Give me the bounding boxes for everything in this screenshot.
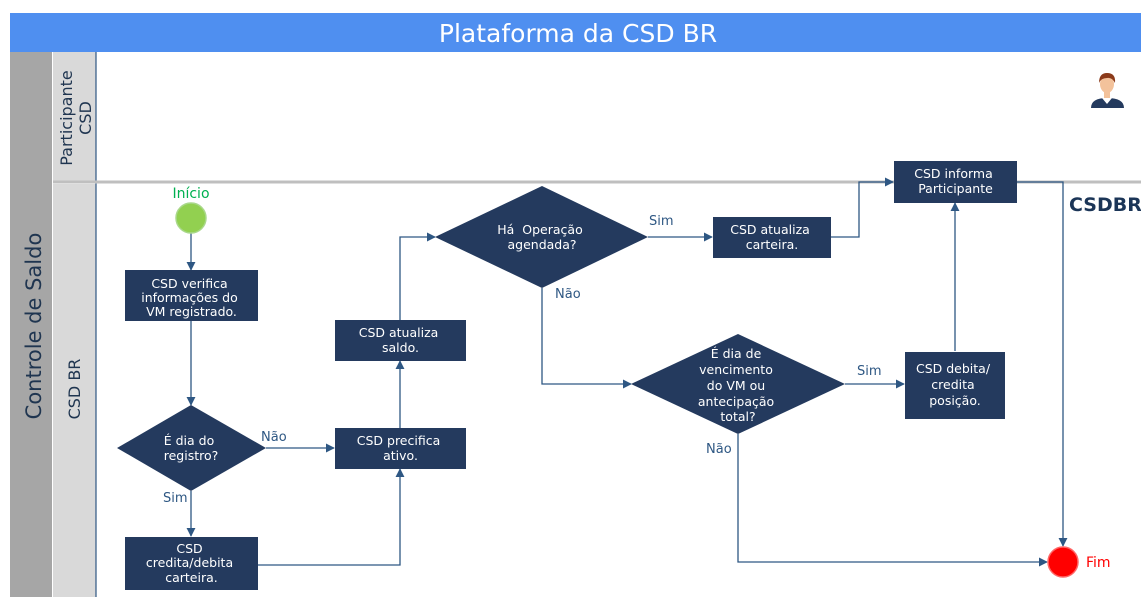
flow-atualiza-saldo-to-gateway <box>399 232 436 320</box>
flow-atualiza-carteira-to-informa <box>831 177 894 238</box>
lane-label-participante-line2: CSD <box>76 101 95 135</box>
connectors <box>186 177 1068 567</box>
task-debita-credita-posicao <box>905 352 1005 419</box>
gateway-dia-vencimento-line: É dia de <box>711 346 762 361</box>
lane-label-csd: CSD BR <box>65 359 84 420</box>
task-verifica-text: CSD verifica informações do VM registrad… <box>141 276 241 319</box>
task-atualiza-carteira <box>713 217 831 258</box>
flow-credita-to-precifica <box>258 468 405 566</box>
pool-label: Controle de Saldo <box>22 233 46 420</box>
gateway-dia-registro-line: É dia do <box>164 433 215 448</box>
gateway-operacao-agendada-line: Há Operação <box>497 222 582 237</box>
start-event-label: Início <box>172 186 209 202</box>
task-atualiza-carteira-text: CSD atualiza carteira. <box>730 222 814 252</box>
task-debita-credita-line: CSD debita/ <box>916 361 991 376</box>
task-precifica-text: CSD precifica ativo. <box>357 433 445 463</box>
lane-header-participante <box>53 52 96 181</box>
flow-label-sim: Sim <box>649 214 674 229</box>
title-bar <box>10 13 1141 52</box>
task-informa-participante-text: CSD informa Participante <box>914 166 996 196</box>
flow-label-nao: Não <box>555 287 581 302</box>
flow-label-nao: Não <box>261 430 287 445</box>
gateway-dia-registro-text: É dia do registro? <box>164 433 219 463</box>
flow-label-nao: Não <box>706 442 732 457</box>
task-credita-debita <box>125 537 258 590</box>
task-atualiza-saldo-text: CSD atualiza saldo. <box>359 325 443 355</box>
gateway-dia-registro-line: registro? <box>164 448 219 463</box>
participant-avatar-icon <box>1091 73 1124 108</box>
task-verifica-line: informações do <box>141 290 237 305</box>
gateway-dia-registro <box>117 405 266 491</box>
start-event <box>175 202 207 234</box>
lane-label-participante-line1: Participante <box>57 70 76 166</box>
pool-header <box>10 52 52 597</box>
gateway-dia-vencimento <box>631 334 845 434</box>
task-verifica-line: CSD verifica <box>151 276 227 291</box>
flow-vencimento-nao-to-fim <box>737 434 1048 567</box>
page-title: Plataforma da CSD BR <box>439 19 717 48</box>
task-informa-line: Participante <box>918 181 993 196</box>
lane-header-csd <box>53 184 96 597</box>
flow-gateway-nao-to-vencimento <box>541 288 632 389</box>
gateway-dia-vencimento-line: vencimento <box>699 362 773 377</box>
task-informa-participante <box>894 161 1017 203</box>
task-informa-line: CSD informa <box>914 166 992 181</box>
task-atualiza-saldo-line: saldo. <box>382 340 419 355</box>
flow-label-sim: Sim <box>163 491 188 506</box>
gateway-operacao-agendada-text: Há Operação agendada? <box>497 222 586 252</box>
gateway-dia-vencimento-text: É dia de vencimento do VM ou antecipação… <box>698 346 778 424</box>
task-atualiza-saldo <box>335 320 466 361</box>
gateway-operacao-agendada-line: agendada? <box>507 237 576 252</box>
end-event <box>1047 546 1079 578</box>
task-debita-credita-line: credita <box>931 377 974 392</box>
flow-label-sim: Sim <box>857 364 882 379</box>
end-event-label: Fim <box>1086 555 1111 571</box>
gateway-operacao-agendada <box>435 186 648 288</box>
task-precifica <box>335 428 466 469</box>
task-verifica-line: VM registrado. <box>146 304 237 319</box>
task-verifica <box>125 270 258 321</box>
gateway-dia-vencimento-line: do VM ou <box>707 378 765 393</box>
task-atualiza-carteira-line: carteira. <box>746 237 799 252</box>
task-debita-credita-line: posição. <box>929 393 981 408</box>
task-credita-debita-line: carteira. <box>165 570 218 585</box>
task-precifica-line: ativo. <box>383 448 418 463</box>
task-precifica-line: CSD precifica <box>357 433 441 448</box>
task-credita-debita-line: CSD <box>176 541 202 556</box>
csd-br-logo: CSDBR <box>1069 194 1141 216</box>
gateway-dia-vencimento-line: antecipação <box>698 394 774 409</box>
task-credita-debita-text: CSD credita/debita carteira. <box>146 541 237 585</box>
gateway-dia-vencimento-line: total? <box>720 409 755 424</box>
task-atualiza-saldo-line: CSD atualiza <box>359 325 439 340</box>
flow-informa-to-fim <box>1017 181 1068 547</box>
task-atualiza-carteira-line: CSD atualiza <box>730 222 810 237</box>
task-debita-credita-text: CSD debita/ credita posição. <box>916 361 994 408</box>
task-credita-debita-line: credita/debita <box>146 555 233 570</box>
